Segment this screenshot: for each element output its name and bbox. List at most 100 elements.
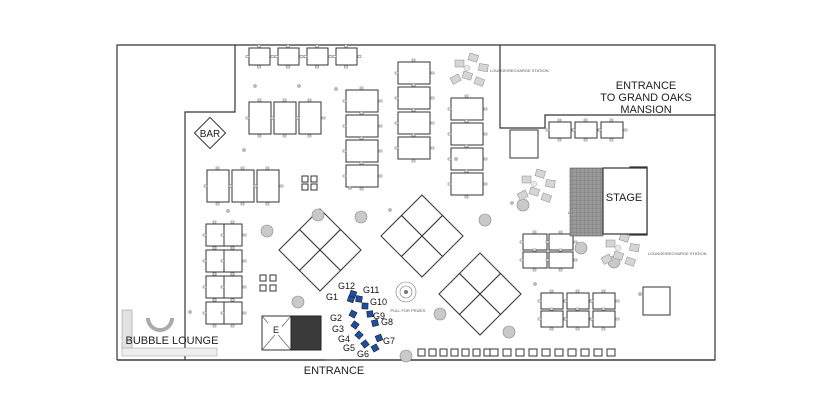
stage-label: STAGE bbox=[606, 192, 642, 204]
small-table bbox=[541, 348, 551, 357]
round-table bbox=[574, 241, 588, 255]
diamond-table-cluster bbox=[380, 194, 464, 278]
table bbox=[231, 169, 255, 203]
small-table bbox=[310, 175, 318, 183]
table bbox=[600, 121, 624, 139]
small-table bbox=[593, 348, 603, 357]
bubble-lounge-label: BUBBLE LOUNGE bbox=[126, 335, 219, 347]
round-table bbox=[311, 208, 325, 222]
table bbox=[345, 89, 379, 113]
table bbox=[522, 251, 548, 269]
dark-block bbox=[290, 315, 322, 351]
table bbox=[223, 275, 243, 299]
bubble-lounge-area bbox=[121, 309, 218, 357]
table bbox=[540, 310, 564, 328]
table bbox=[256, 169, 280, 203]
lounge-cluster: LOUNGE/RECHARGE STATION bbox=[600, 232, 707, 267]
table bbox=[223, 301, 243, 325]
small-table bbox=[259, 274, 267, 282]
table bbox=[206, 169, 230, 203]
booth-g3 bbox=[350, 320, 360, 330]
booth-label-g2: G2 bbox=[330, 313, 342, 323]
entrance-top-line1: ENTRANCE bbox=[616, 80, 677, 92]
booth-g7 bbox=[374, 333, 384, 343]
table bbox=[548, 233, 574, 251]
round-table bbox=[291, 295, 305, 309]
booth-label-g5: G5 bbox=[343, 343, 355, 353]
small-table bbox=[428, 348, 437, 357]
table bbox=[540, 292, 564, 310]
table bbox=[642, 286, 671, 316]
booth-label-g6: G6 bbox=[357, 349, 369, 359]
lounge-label: LOUNGE/RECHARGE STATION bbox=[648, 251, 707, 256]
diamond-table-cluster bbox=[438, 252, 522, 336]
booth-g5 bbox=[360, 339, 370, 349]
entrance-top-line3: MANSION bbox=[620, 104, 671, 116]
table bbox=[345, 164, 379, 188]
table bbox=[335, 47, 358, 66]
pull-note: PULL FOR PRIZES bbox=[391, 308, 426, 313]
small-table bbox=[269, 274, 277, 282]
table bbox=[450, 122, 484, 146]
booth-g4 bbox=[354, 330, 364, 340]
table bbox=[566, 292, 590, 310]
stage bbox=[602, 167, 648, 235]
booth-label-g9: G9 bbox=[373, 311, 385, 321]
table bbox=[566, 310, 590, 328]
small-table bbox=[461, 348, 470, 357]
lounge-cluster: LOUNGE/RECHARGE STATION bbox=[449, 52, 549, 87]
table bbox=[397, 136, 431, 160]
table bbox=[223, 223, 243, 247]
small-table bbox=[472, 348, 481, 357]
booth-g11 bbox=[355, 295, 363, 303]
table bbox=[223, 249, 243, 273]
booth-g2 bbox=[348, 309, 358, 319]
small-table bbox=[439, 348, 448, 357]
round-table bbox=[502, 325, 516, 339]
table bbox=[248, 101, 272, 135]
table bbox=[345, 114, 379, 138]
small-table bbox=[502, 348, 512, 357]
round-table bbox=[478, 213, 492, 227]
table bbox=[345, 139, 379, 163]
table bbox=[306, 47, 329, 66]
elevator-label: E bbox=[273, 325, 279, 335]
round-table bbox=[433, 307, 447, 321]
small-table bbox=[310, 183, 318, 191]
bar-counter bbox=[193, 116, 227, 150]
booth-label-g8: G8 bbox=[381, 317, 393, 327]
small-table bbox=[580, 348, 590, 357]
table bbox=[397, 61, 431, 85]
table bbox=[450, 172, 484, 196]
booth-label-g3: G3 bbox=[332, 324, 344, 334]
booth-label-g12: G12 bbox=[338, 281, 355, 291]
round-table bbox=[399, 349, 413, 363]
table bbox=[548, 251, 574, 269]
booth-g12 bbox=[348, 289, 358, 299]
small-table bbox=[417, 348, 426, 357]
table bbox=[273, 101, 297, 135]
table-layout bbox=[188, 44, 671, 363]
booth-label-g7: G7 bbox=[383, 336, 395, 346]
entrance-bottom-label: ENTRANCE bbox=[304, 365, 365, 377]
table bbox=[397, 86, 431, 110]
small-table bbox=[259, 284, 267, 292]
small-table bbox=[528, 348, 538, 357]
small-table bbox=[450, 348, 459, 357]
small-table bbox=[515, 348, 525, 357]
entrance-top-line2: TO GRAND OAKS bbox=[600, 92, 691, 104]
table bbox=[592, 310, 616, 328]
table bbox=[509, 129, 539, 159]
prize-wheel bbox=[395, 281, 417, 303]
table bbox=[298, 101, 322, 135]
booth-g8 bbox=[370, 318, 380, 328]
table bbox=[450, 97, 484, 121]
table bbox=[248, 47, 271, 66]
booth-label-g4: G4 bbox=[338, 334, 350, 344]
small-table bbox=[301, 175, 309, 183]
small-table bbox=[554, 348, 564, 357]
small-table bbox=[301, 183, 309, 191]
small-table bbox=[567, 348, 577, 357]
table bbox=[574, 121, 598, 139]
